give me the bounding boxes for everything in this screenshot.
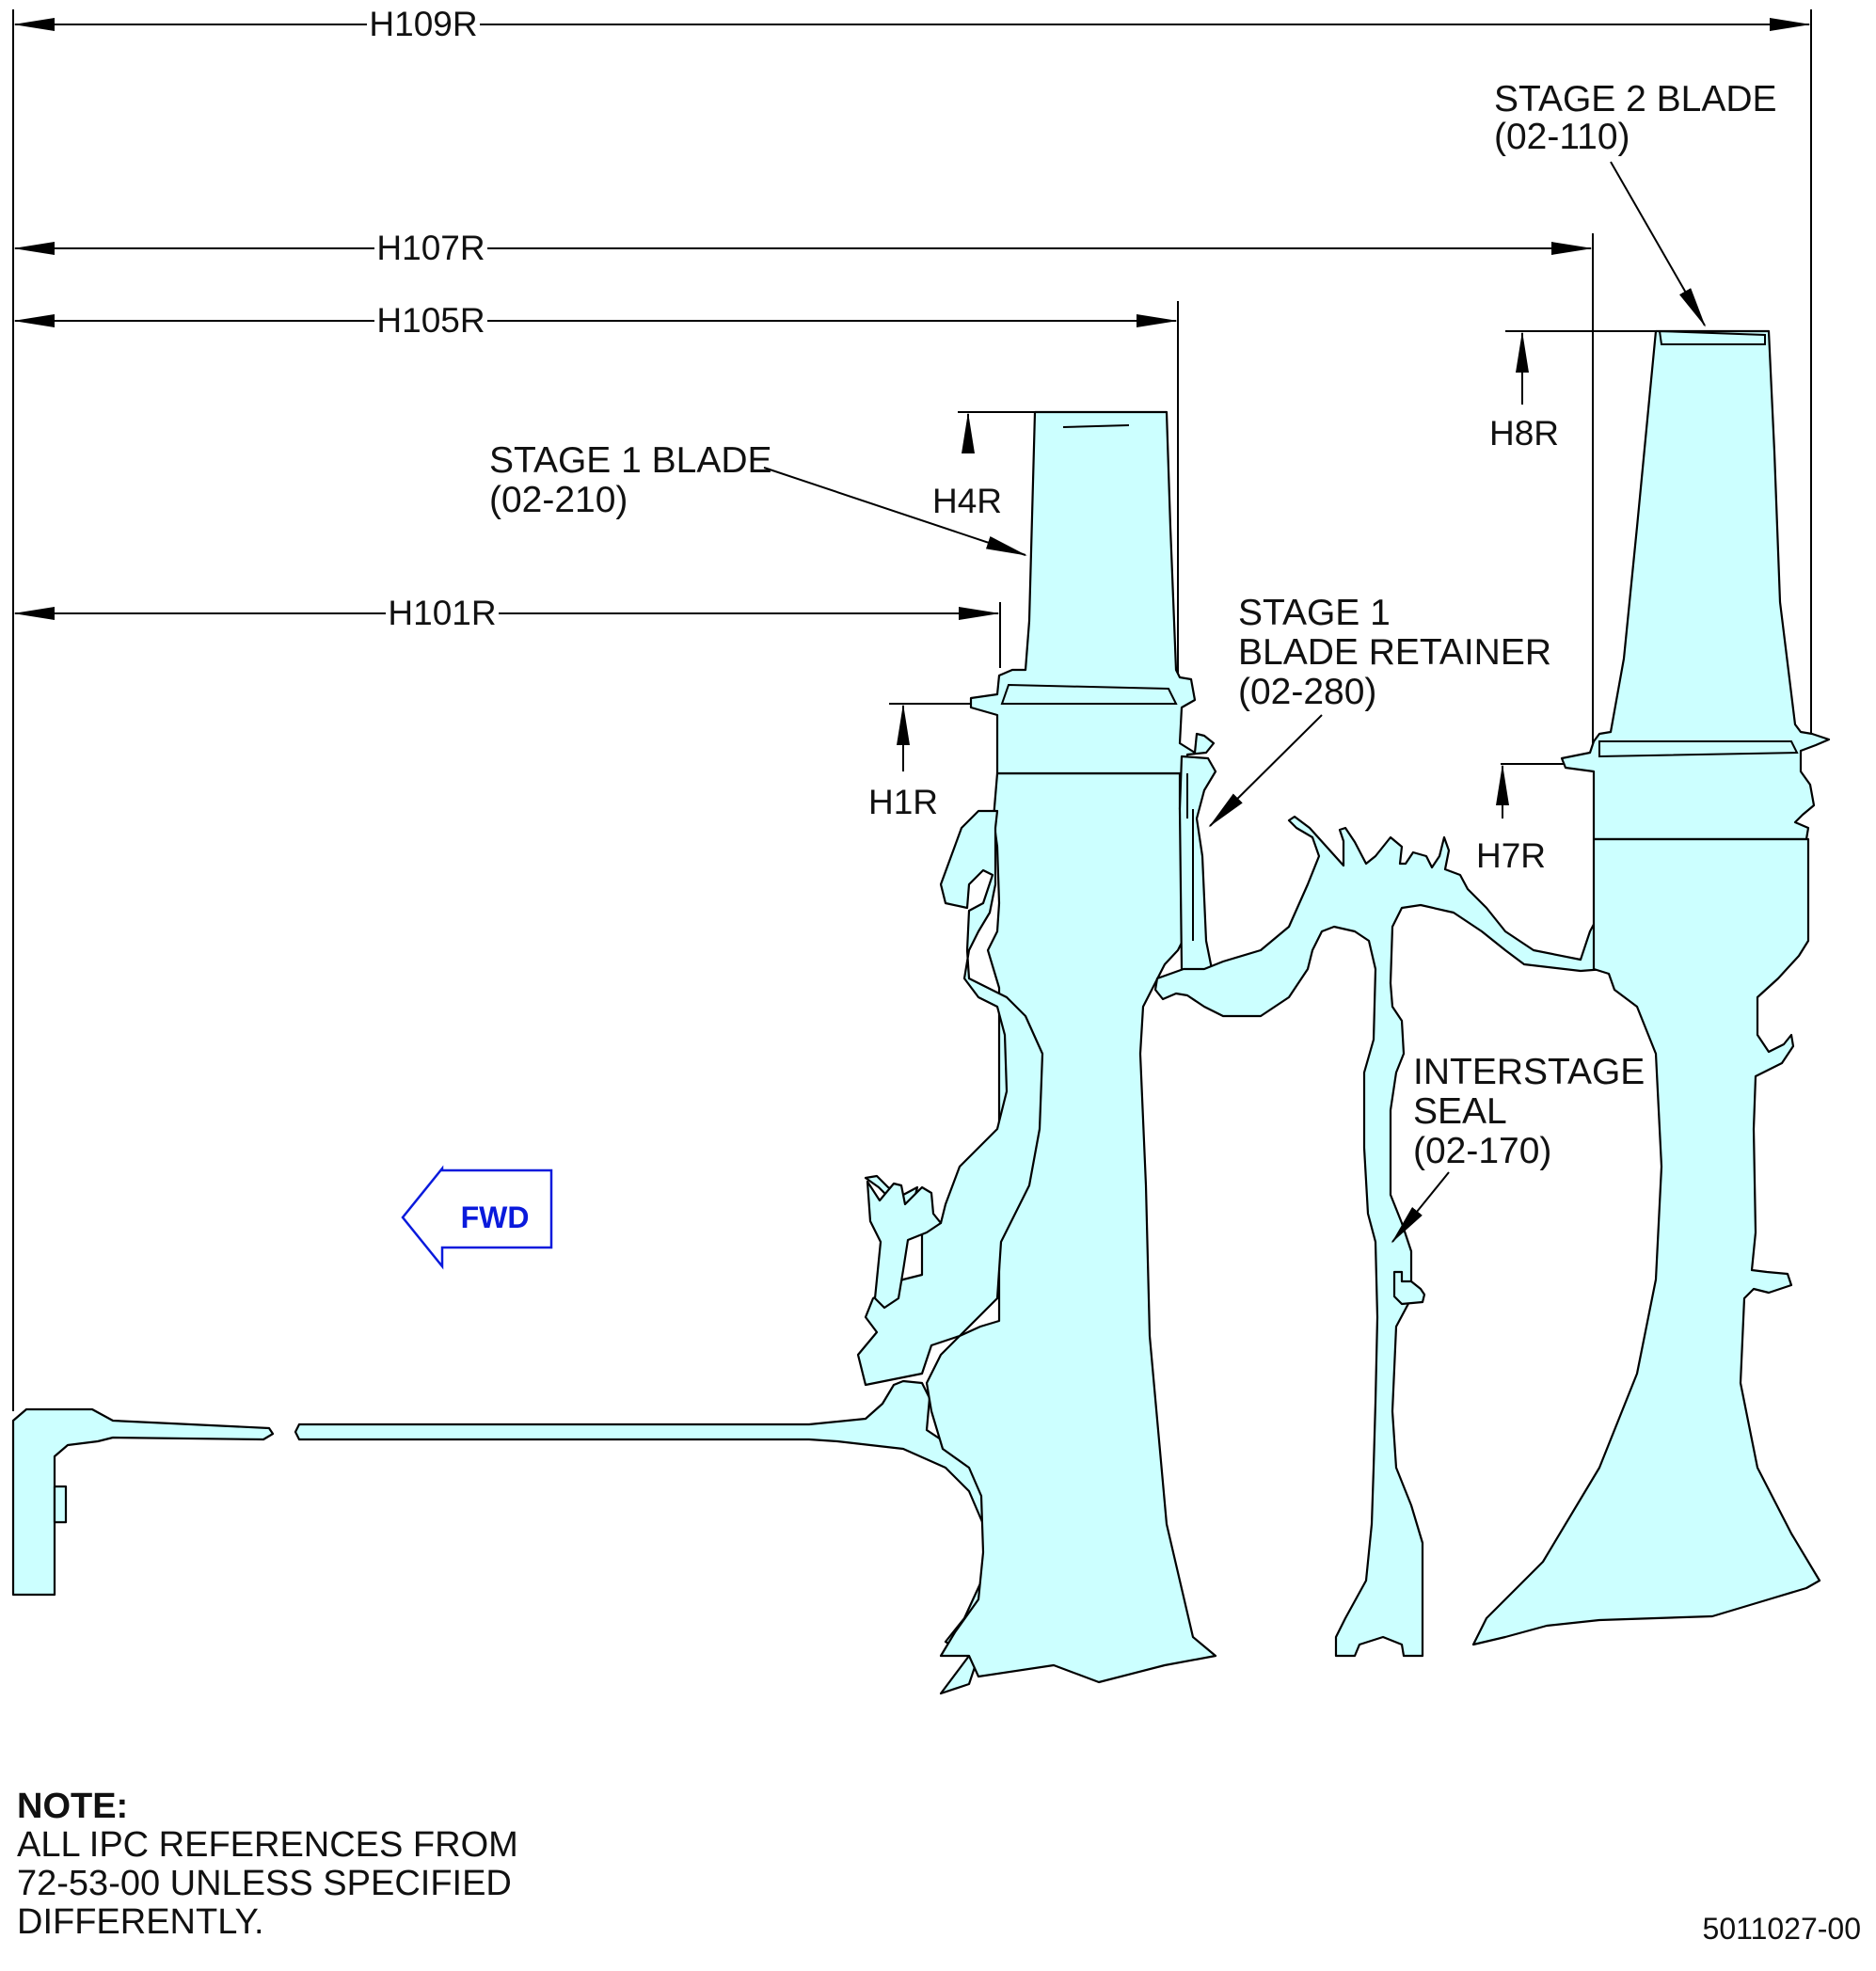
h7r-label: H7R	[1476, 836, 1546, 875]
stage1-tip-line	[1062, 424, 1130, 428]
stage2-blade-part-number: (02-110)	[1494, 117, 1630, 157]
h101r-label: H101R	[388, 594, 496, 632]
note-line-2: 72-53-00 UNLESS SPECIFIED	[17, 1864, 512, 1903]
h1r-label: H1R	[868, 783, 938, 821]
interstage-seal-label-line1: INTERSTAGE	[1413, 1052, 1645, 1092]
dimension-h109r: H109R	[13, 5, 1811, 43]
dimension-h105r: H105R	[13, 301, 1178, 340]
stage1-blade-retainer	[1178, 755, 1217, 984]
dimension-h101r: H101R	[13, 594, 1000, 632]
stage1-retainer-part-number: (02-280)	[1238, 672, 1376, 712]
h8r-label: H8R	[1489, 414, 1559, 453]
stage1-forward-arm	[856, 809, 1044, 1387]
stage1-retainer-label-line1: STAGE 1	[1238, 593, 1391, 633]
dimension-h1r: H1R	[868, 704, 938, 821]
figure-id: 5011027-00	[1702, 1912, 1861, 1946]
note-line-1: ALL IPC REFERENCES FROM	[17, 1825, 518, 1865]
interstage-seal-label-line2: SEAL	[1413, 1091, 1507, 1132]
stage1-forward-seal	[866, 1180, 943, 1310]
interstage-seal-hook	[1392, 1270, 1426, 1306]
stage1-blade-callout: STAGE 1 BLADE (02-210)	[489, 440, 1027, 556]
h4r-label: H4R	[932, 482, 1002, 520]
h105r-label: H105R	[376, 301, 485, 340]
interstage-seal-callout: INTERSTAGE SEAL (02-170)	[1391, 1052, 1645, 1244]
h107r-label: H107R	[376, 229, 485, 267]
h109r-label: H109R	[369, 5, 477, 43]
note-heading: NOTE:	[17, 1787, 129, 1826]
stage1-blade-part-number: (02-210)	[489, 480, 628, 520]
stage2-blade-label: STAGE 2 BLADE	[1494, 79, 1777, 119]
dimension-h8r: H8R	[1489, 331, 1559, 453]
stage2-tip-line	[1658, 329, 1766, 345]
stage1-retainer-label-line2: BLADE RETAINER	[1238, 632, 1551, 673]
dimension-h4r: H4R	[932, 412, 1002, 520]
dimension-h7r: H7R	[1476, 764, 1546, 875]
stage1-retainer-callout: STAGE 1 BLADE RETAINER (02-280)	[1208, 593, 1551, 828]
stage2-blade	[1560, 329, 1831, 841]
note-block: NOTE: ALL IPC REFERENCES FROM 72-53-00 U…	[17, 1788, 518, 1942]
stage1-blade-label: STAGE 1 BLADE	[489, 440, 772, 481]
forward-flange-bolt	[53, 1485, 68, 1524]
stage2-disk	[1471, 837, 1821, 1646]
fwd-label: FWD	[461, 1200, 530, 1234]
note-line-3: DIFFERENTLY.	[17, 1902, 264, 1942]
stage2-platform-line	[1598, 740, 1799, 758]
stage1-blade	[969, 410, 1216, 775]
forward-flange	[11, 1407, 275, 1597]
stage1-platform-line	[1000, 683, 1178, 705]
interstage-seal	[1153, 815, 1615, 1658]
dimension-h107r: H107R	[13, 229, 1593, 267]
fwd-direction-arrow: FWD	[401, 1165, 553, 1270]
stage2-blade-callout: STAGE 2 BLADE (02-110)	[1494, 79, 1777, 327]
interstage-seal-part-number: (02-170)	[1413, 1131, 1551, 1171]
